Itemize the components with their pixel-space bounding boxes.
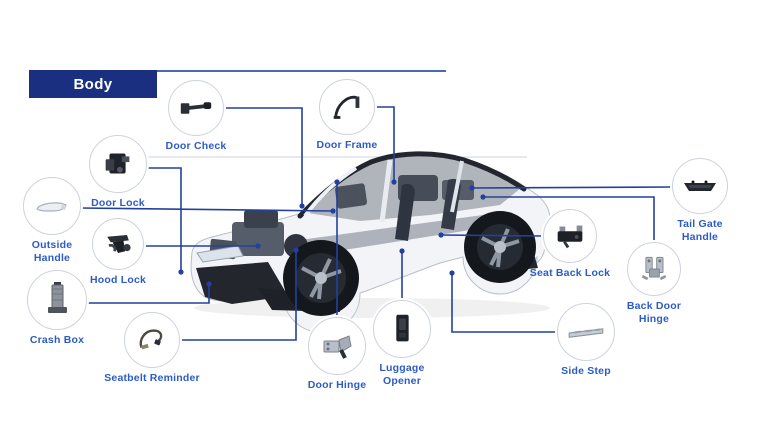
crash-box-icon	[48, 282, 67, 313]
part-label: Back Door Hinge	[626, 300, 682, 325]
side-step-photo	[557, 303, 615, 361]
hood-lock-photo	[92, 218, 144, 270]
section-banner: Body	[29, 70, 157, 98]
part-back-door-hinge[interactable]: Back Door Hinge	[617, 242, 691, 326]
back-door-hinge-icon	[641, 256, 667, 281]
part-door-lock[interactable]: Door Lock	[73, 135, 163, 210]
seatbelt-reminder-icon	[139, 329, 163, 350]
back-door-hinge-photo	[627, 242, 681, 296]
hood-lock-icon	[107, 235, 131, 253]
tail-gate-handle-icon	[684, 180, 716, 191]
side-step-icon	[568, 328, 604, 338]
part-door-hinge[interactable]: Door Hinge	[289, 317, 385, 392]
door-check-icon	[180, 102, 212, 114]
part-label: Outside Handle	[31, 239, 73, 264]
connector-tail-gate-handle	[472, 186, 673, 189]
banner-accent-line	[157, 70, 446, 72]
page-title: Body	[73, 75, 113, 93]
part-hood-lock[interactable]: Hood Lock	[73, 218, 163, 287]
part-outside-handle[interactable]: Outside Handle	[20, 177, 84, 265]
door-hinge-icon	[323, 335, 352, 359]
part-seat-back-lock[interactable]: Seat Back Lock	[514, 209, 626, 280]
seat-back-lock-icon	[557, 225, 583, 249]
connector-dots	[178, 179, 486, 287]
door-lock-icon	[105, 153, 130, 174]
door-lock-photo	[89, 135, 147, 193]
door-hinge-photo	[308, 317, 366, 375]
seat-back-lock-photo	[543, 209, 597, 263]
part-label: Tail Gate Handle	[677, 218, 723, 243]
seatbelt-reminder-photo	[124, 312, 180, 368]
part-label: Door Check	[165, 140, 227, 152]
door-check-photo	[168, 80, 224, 136]
part-label: Hood Lock	[89, 274, 147, 286]
outside-handle-icon	[36, 202, 67, 212]
part-label: Seat Back Lock	[529, 267, 611, 279]
part-side-step[interactable]: Side Step	[541, 303, 631, 378]
luggage-opener-icon	[396, 314, 409, 342]
part-door-check[interactable]: Door Check	[151, 80, 241, 153]
part-label: Door Hinge	[307, 379, 367, 391]
part-door-frame[interactable]: Door Frame	[302, 79, 392, 152]
part-label: Door Frame	[316, 139, 378, 151]
part-luggage-opener[interactable]: Luggage Opener	[368, 300, 436, 388]
door-frame-icon	[333, 95, 360, 119]
tail-gate-handle-photo	[672, 158, 728, 214]
part-label: Side Step	[561, 365, 611, 377]
outside-handle-photo	[23, 177, 81, 235]
part-label: Crash Box	[29, 334, 85, 346]
part-label: Luggage Opener	[379, 362, 425, 387]
part-seatbelt-reminder[interactable]: Seatbelt Reminder	[82, 312, 222, 385]
luggage-opener-photo	[373, 300, 431, 358]
door-frame-photo	[319, 79, 375, 135]
part-tail-gate-handle[interactable]: Tail Gate Handle	[665, 158, 735, 244]
crash-box-photo	[27, 270, 87, 330]
front-wheel	[283, 240, 359, 316]
part-label: Seatbelt Reminder	[104, 372, 200, 384]
part-label: Door Lock	[91, 197, 145, 209]
